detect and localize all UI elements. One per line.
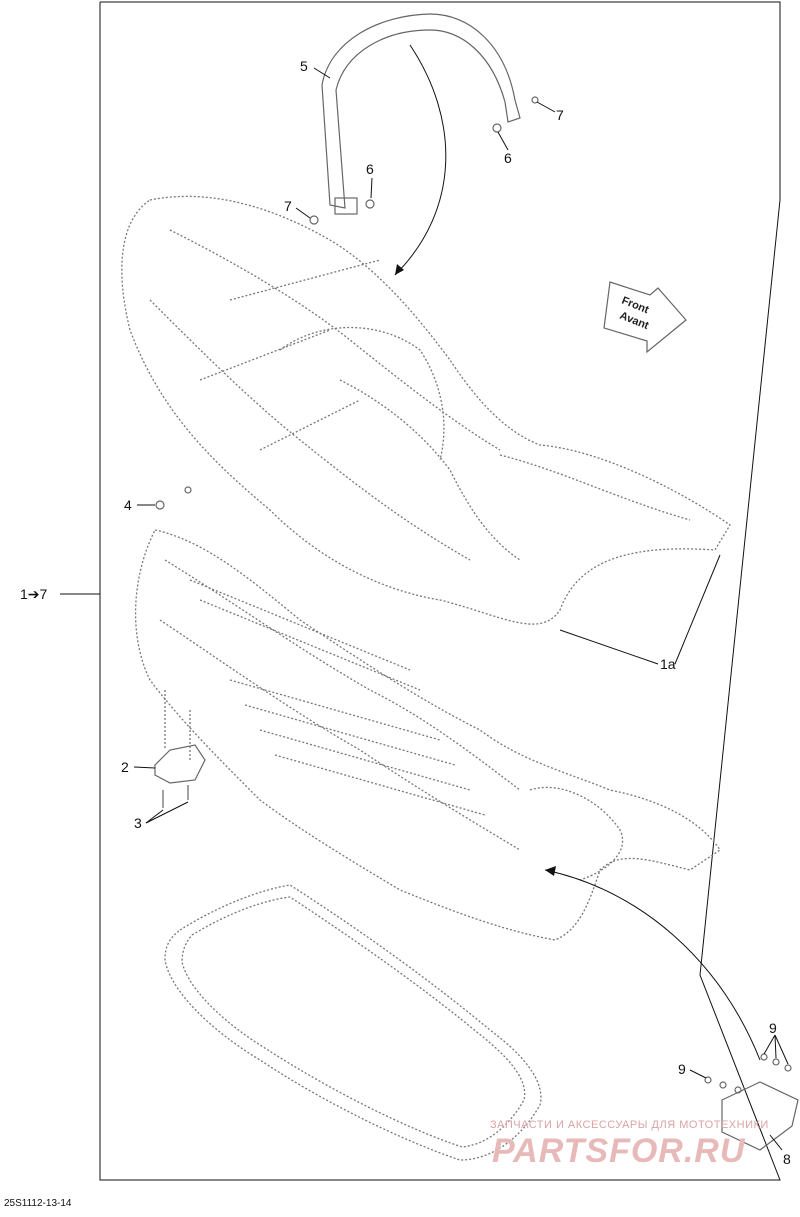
seat-cushion [121, 195, 731, 625]
nut-7-left [309, 215, 319, 225]
leader-lines [60, 67, 789, 1151]
screw-6-left [365, 199, 375, 209]
callout-9-right: 9 [769, 1020, 777, 1036]
callout-9-left: 9 [678, 1061, 686, 1077]
seat-base [134, 529, 721, 941]
watermark-brand: PARTSFOR.RU [492, 1132, 746, 1170]
screw-9-e [772, 1058, 780, 1066]
callout-8: 8 [783, 1151, 791, 1167]
callout-5: 5 [300, 58, 308, 74]
screw-9-f [784, 1064, 792, 1072]
nut-7-right [531, 96, 539, 104]
hinge-cover [721, 1081, 799, 1151]
front-direction-arrow: Front Avant [603, 281, 687, 354]
callout-4: 4 [124, 497, 132, 513]
watermark-caption: ЗАПЧАСТИ И АКСЕССУАРЫ ДЛЯ МОТОТЕХНИКИ [490, 1119, 769, 1131]
latch-bracket [154, 744, 206, 784]
document-id: 25S1112-13-14 [4, 1198, 72, 1209]
callout-1-to-7: 1➔7 [20, 586, 48, 602]
screw-9-d [760, 1053, 768, 1061]
screw-9-a [704, 1076, 712, 1084]
screw-9-c [734, 1086, 742, 1094]
callout-7-left: 7 [284, 198, 292, 214]
seat-strap [321, 13, 521, 215]
arrow-head [395, 264, 404, 275]
callout-6-left: 6 [366, 161, 374, 177]
callout-1a: 1a [660, 656, 676, 672]
seat-gasket-inner [181, 896, 526, 1148]
callout-7-right: 7 [556, 107, 564, 123]
nut-4-a [155, 500, 165, 510]
callout-2: 2 [121, 759, 129, 775]
screw-6-right [492, 123, 502, 133]
callout-3: 3 [134, 815, 142, 831]
screw-9-b [719, 1081, 727, 1089]
diagram-frame [99, 1, 781, 1181]
arrow-head-2 [545, 866, 556, 876]
seat-gasket [164, 884, 542, 1161]
arrow-strap-to-seat [394, 44, 447, 276]
callout-6-right: 6 [504, 150, 512, 166]
arrow-hinge-to-base [544, 869, 761, 1061]
nut-4-b [184, 486, 192, 494]
